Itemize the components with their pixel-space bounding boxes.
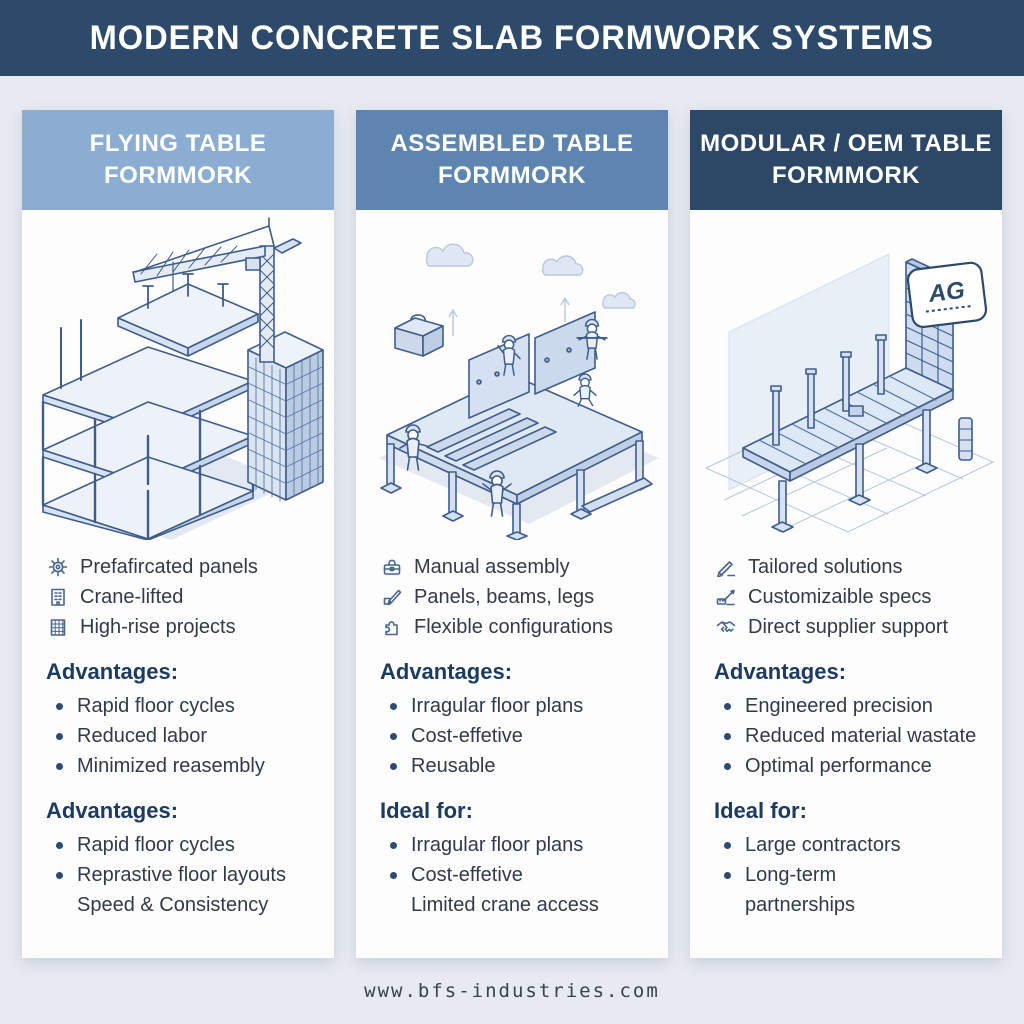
bullet-dot xyxy=(56,702,63,710)
feature-list: Prefafircated panels Crane-lifted High-r… xyxy=(46,552,310,642)
custom-specs-icon xyxy=(714,585,738,609)
section-heading: Advantages: xyxy=(46,659,179,684)
banner: MODERN CONCRETE SLAB FORMWORK SYSTEMS xyxy=(0,0,1024,76)
building-icon xyxy=(46,585,70,609)
column-header-modular-oem: MODULAR / OEM TABLE FORMMORK xyxy=(690,110,1002,210)
logo-badge-text: AG xyxy=(926,277,966,308)
feature-item: Crane-lifted xyxy=(46,582,310,612)
feature-label: Customizaible specs xyxy=(748,585,932,608)
column-header-flying-table: FLYING TABLE FORMMORK xyxy=(22,110,334,210)
bullet-dot xyxy=(724,732,731,740)
bullet-dot xyxy=(390,732,397,740)
feature-label: Prefafircated panels xyxy=(80,555,258,578)
logo-badge: AG xyxy=(906,261,988,329)
header-line2: FORMMORK xyxy=(438,162,586,189)
bullet-dot xyxy=(390,871,397,879)
bullet-item: Optimal performance xyxy=(722,751,978,781)
puzzle-icon xyxy=(380,615,404,639)
pencil-ruler-icon xyxy=(714,555,738,579)
flying-table-illustration xyxy=(22,210,334,540)
bullet-dot xyxy=(56,871,63,879)
feature-item: Direct supplier support xyxy=(714,612,978,642)
highrise-icon xyxy=(46,615,70,639)
advantages-section: Advantages: Rapid floor cycles Reduced l… xyxy=(46,659,310,781)
feature-label: Crane-lifted xyxy=(80,585,184,608)
section-heading: Advantages: xyxy=(380,659,513,684)
section-heading: Advantages: xyxy=(46,798,179,823)
bullet-dot xyxy=(724,702,731,710)
bullet-item: Irragular floor plans xyxy=(388,691,644,721)
bullet-dot xyxy=(724,871,731,879)
feature-list: Tailored solutions Customizaible specs D… xyxy=(714,552,978,642)
feature-label: Direct supplier support xyxy=(748,615,949,638)
modular-oem-illustration: AG xyxy=(690,210,1002,540)
bullet-dot xyxy=(390,762,397,770)
feature-item: High-rise projects xyxy=(46,612,310,642)
bullet-item: Cost-effetive xyxy=(388,860,644,890)
section-heading: Advantages: xyxy=(714,659,847,684)
bullet-continuation: Limited crane access xyxy=(411,893,599,916)
card-assembled-table: ASSEMBLED TABLE FORMMORK xyxy=(356,110,668,958)
bullet-dot xyxy=(56,732,63,740)
bullet-continuation: partnerships xyxy=(745,893,856,916)
bullet-item: Minimized reasembly xyxy=(54,751,310,781)
bullet-dot xyxy=(56,841,63,849)
header-line1: FLYING TABLE xyxy=(89,130,267,158)
feature-label: Flexible configurations xyxy=(414,615,613,638)
ideal-for-section: Ideal for: Large contractors Long-term p… xyxy=(714,798,978,920)
feature-label: Panels, beams, legs xyxy=(414,585,595,608)
bullet-dot xyxy=(724,841,731,849)
footer-url: www.bfs-industries.com xyxy=(364,980,660,1002)
bullet-item: Cost-effetive xyxy=(388,721,644,751)
bullet-item: Rapid floor cycles xyxy=(54,830,310,860)
bullet-item: Irragular floor plans xyxy=(388,830,644,860)
bullet-item: Rapid floor cycles xyxy=(54,691,310,721)
ideal-for-section: Ideal for: Irragular floor plans Cost-ef… xyxy=(380,798,644,920)
feature-item: Manual assembly xyxy=(380,552,644,582)
column-header-assembled-table: ASSEMBLED TABLE FORMMORK xyxy=(356,110,668,210)
card-flying-table: FLYING TABLE FORMMORK xyxy=(22,110,334,958)
header-line1: ASSEMBLED TABLE xyxy=(390,130,634,158)
section-heading: Ideal for: xyxy=(380,798,473,823)
gear-icon xyxy=(46,555,70,579)
bullet-item: Reduced material wastate xyxy=(722,721,978,751)
feature-label: High-rise projects xyxy=(80,615,236,638)
feature-label: Tailored solutions xyxy=(748,555,903,578)
tools-icon xyxy=(380,585,404,609)
advantages-section: Advantages: Engineered precision Reduced… xyxy=(714,659,978,781)
feature-item: Tailored solutions xyxy=(714,552,978,582)
feature-label: Manual assembly xyxy=(414,555,570,578)
feature-item: Prefafircated panels xyxy=(46,552,310,582)
bullet-dot xyxy=(390,702,397,710)
advantages-section: Advantages: Irragular floor plans Cost-e… xyxy=(380,659,644,781)
advantages-section-2: Advantages: Rapid floor cycles Reprastiv… xyxy=(46,798,310,920)
bullet-item: Long-term xyxy=(722,860,978,890)
bullet-item: Reusable xyxy=(388,751,644,781)
handshake-icon xyxy=(714,615,738,639)
feature-item: Flexible configurations xyxy=(380,612,644,642)
page-title: MODERN CONCRETE SLAB FORMWORK SYSTEMS xyxy=(89,18,935,57)
bullet-item: Reduced labor xyxy=(54,721,310,751)
header-line1: MODULAR / OEM TABLE xyxy=(700,130,992,158)
bullet-item: Large contractors xyxy=(722,830,978,860)
feature-list: Manual assembly Panels, beams, legs Flex… xyxy=(380,552,644,642)
bullet-item: Engineered precision xyxy=(722,691,978,721)
card-modular-oem-table: MODULAR / OEM TABLE FORMMORK xyxy=(690,110,1002,958)
bullet-dot xyxy=(56,762,63,770)
feature-item: Panels, beams, legs xyxy=(380,582,644,612)
bullet-continuation: Speed & Consistency xyxy=(77,893,269,916)
feature-item: Customizaible specs xyxy=(714,582,978,612)
assembled-table-illustration xyxy=(356,210,668,540)
bullet-dot xyxy=(724,762,731,770)
bullet-dot xyxy=(390,841,397,849)
header-line2: FORMMORK xyxy=(104,162,252,189)
bullet-item: Reprastive floor layouts xyxy=(54,860,310,890)
toolbox-icon xyxy=(380,555,404,579)
section-heading: Ideal for: xyxy=(714,798,807,823)
header-line2: FORMMORK xyxy=(772,162,920,189)
